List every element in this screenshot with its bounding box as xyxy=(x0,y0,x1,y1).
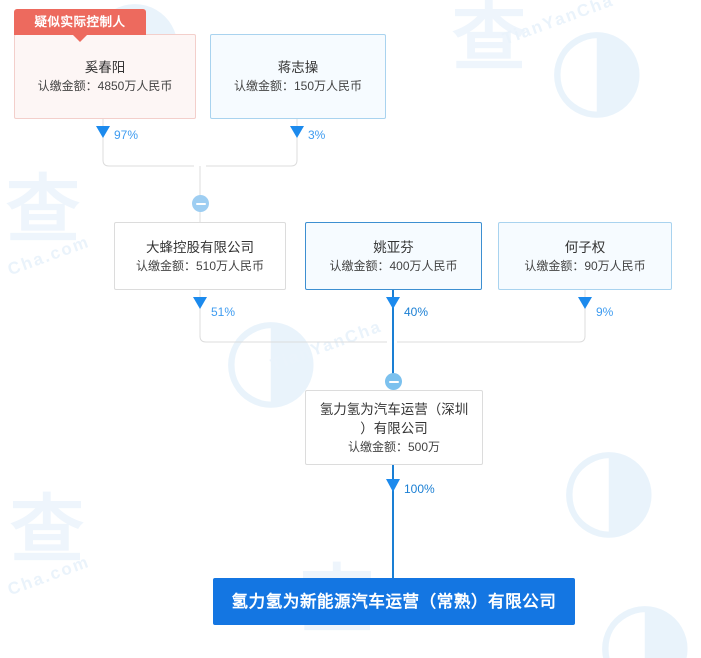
node-root-company[interactable]: 氢力氢为新能源汽车运营（常熟）有限公司 xyxy=(213,578,575,625)
node-yao-yafen[interactable]: 姚亚芬 认缴金额：400万人民币 xyxy=(305,222,482,290)
node-subscribed-capital: 认缴金额：500万 xyxy=(347,439,441,454)
node-subscribed-capital: 认缴金额：510万人民币 xyxy=(135,258,265,273)
edge-percent-51: 51% xyxy=(211,305,236,319)
node-name: 姚亚芬 xyxy=(373,239,414,255)
node-subscribed-capital: 认缴金额：4850万人民币 xyxy=(37,79,173,93)
actual-controller-badge: 疑似实际控制人 xyxy=(14,9,146,42)
collapse-toggle-dafeng[interactable] xyxy=(192,195,209,212)
node-subscribed-capital: 认缴金额：90万人民币 xyxy=(524,258,646,273)
node-xi-chunyang[interactable]: 疑似实际控制人 奚春阳 认缴金额：4850万人民币 xyxy=(14,9,196,119)
node-qingli-qingwei-shenzhen[interactable]: 氢力氢为汽车运营（深圳 ）有限公司 认缴金额：500万 xyxy=(305,390,483,465)
edge-percent-100: 100% xyxy=(404,482,435,496)
node-jiang-zhicao[interactable]: 蒋志操 认缴金额：150万人民币 xyxy=(210,34,386,119)
node-subscribed-capital: 认缴金额：400万人民币 xyxy=(329,258,458,273)
node-name: 何子权 xyxy=(564,239,606,255)
edge-percent-40: 40% xyxy=(404,305,429,319)
collapse-toggle-qingli[interactable] xyxy=(385,373,402,390)
edge-percent-3: 3% xyxy=(308,128,326,142)
node-name-line1: 氢力氢为汽车运营（深圳 xyxy=(319,401,469,417)
node-name: 蒋志操 xyxy=(277,60,319,75)
node-dafeng-holding[interactable]: 大蜂控股有限公司 认缴金额：510万人民币 xyxy=(114,222,286,290)
node-he-ziquan[interactable]: 何子权 认缴金额：90万人民币 xyxy=(498,222,672,290)
node-name: 奚春阳 xyxy=(84,60,126,75)
node-name: 氢力氢为新能源汽车运营（常熟）有限公司 xyxy=(231,592,557,611)
node-name-line2: ）有限公司 xyxy=(360,420,428,436)
edge-percent-9: 9% xyxy=(596,305,614,319)
node-subscribed-capital: 认缴金额：150万人民币 xyxy=(233,79,363,93)
node-name: 大蜂控股有限公司 xyxy=(146,239,254,255)
edge-percent-97: 97% xyxy=(114,128,139,142)
